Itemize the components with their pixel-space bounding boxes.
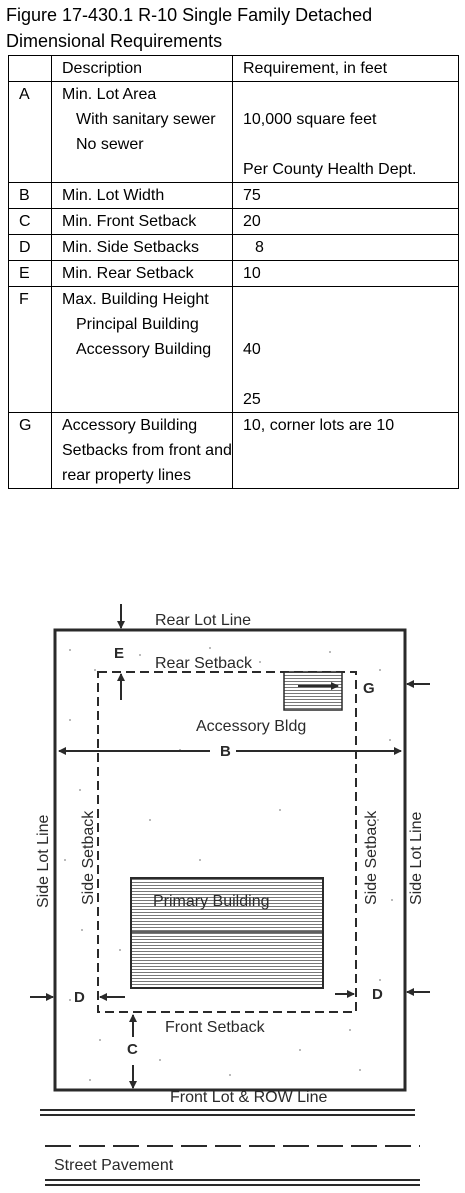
- accessory-bldg-label: Accessory Bldg: [196, 718, 306, 735]
- dimension-label-e: E: [114, 645, 124, 662]
- row-description: Max. Building Height Principal Building …: [51, 286, 233, 413]
- row-requirement: 75: [232, 182, 459, 209]
- description-line: With sanitary sewer: [76, 111, 216, 128]
- table-header-description: Description: [51, 55, 233, 82]
- front-lot-line-label: Front Lot & ROW Line: [170, 1089, 327, 1106]
- dimension-arrows: [30, 604, 430, 1089]
- row-code: F: [8, 286, 52, 413]
- row-description: Min. Front Setback: [51, 208, 233, 235]
- row-requirement: 10: [232, 260, 459, 287]
- row-description: Min. Rear Setback: [51, 260, 233, 287]
- dimension-label-b: B: [220, 743, 231, 760]
- side-lot-line-right-label: Side Lot Line: [408, 811, 425, 905]
- description-line: Max. Building Height: [62, 291, 209, 308]
- description-line: Accessory Building: [76, 341, 212, 358]
- side-lot-line-left-label: Side Lot Line: [35, 814, 52, 908]
- row-code: B: [8, 182, 52, 209]
- row-requirement: 8: [232, 234, 459, 261]
- dimension-label-g: G: [363, 680, 375, 697]
- row-requirement: 40 25: [232, 286, 459, 413]
- setback-line: [97, 671, 357, 1013]
- accessory-building: [283, 671, 343, 711]
- primary-building: [130, 877, 324, 989]
- requirement-line: Per County Health Dept.: [243, 161, 417, 178]
- description-line: Min. Lot Area: [62, 86, 157, 103]
- row-code: C: [8, 208, 52, 235]
- row-code: A: [8, 81, 52, 183]
- table-row: F Max. Building Height Principal Buildin…: [8, 286, 459, 413]
- requirement-line: 25: [243, 391, 261, 408]
- table-header-row: Description Requirement, in feet: [8, 55, 459, 82]
- row-description: Min. Lot Width: [51, 182, 233, 209]
- row-description: Accessory Building Setbacks from front a…: [51, 412, 233, 489]
- table-row: A Min. Lot Area With sanitary sewer No s…: [8, 81, 459, 183]
- dimensional-requirements-table: Description Requirement, in feet A Min. …: [8, 55, 459, 489]
- requirement-line: 40: [243, 341, 261, 358]
- description-line: No sewer: [76, 136, 144, 153]
- table-header-code: [8, 55, 52, 82]
- description-line: Principal Building: [76, 316, 199, 333]
- requirement-line: [243, 287, 458, 337]
- row-requirement: 20: [232, 208, 459, 235]
- side-setback-left-label: Side Setback: [80, 810, 97, 905]
- primary-building-label: Primary Building: [153, 893, 269, 910]
- row-code: D: [8, 234, 52, 261]
- rear-lot-line-label: Rear Lot Line: [155, 612, 251, 629]
- table-row: E Min. Rear Setback 10: [8, 260, 459, 287]
- page-title: Figure 17-430.1 R-10 Single Family Detac…: [6, 5, 373, 51]
- row-requirement: 10,000 square feet Per County Health Dep…: [232, 81, 459, 183]
- front-setback-label: Front Setback: [165, 1019, 266, 1036]
- street-lines: [40, 1109, 420, 1186]
- table-row: D Min. Side Setbacks 8: [8, 234, 459, 261]
- table-row: G Accessory Building Setbacks from front…: [8, 412, 459, 489]
- dimension-label-c: C: [127, 1041, 138, 1058]
- street-pavement-label: Street Pavement: [54, 1157, 174, 1174]
- lot-boundary: [53, 628, 407, 1092]
- table-row: C Min. Front Setback 20: [8, 208, 459, 235]
- dimension-label-d-left: D: [74, 989, 85, 1006]
- lot-texture: [64, 647, 393, 1081]
- side-setback-right-label: Side Setback: [363, 810, 380, 905]
- row-description: Min. Lot Area With sanitary sewer No sew…: [51, 81, 233, 183]
- requirement-line: [243, 82, 458, 107]
- row-code: E: [8, 260, 52, 287]
- row-description: Min. Side Setbacks: [51, 234, 233, 261]
- table-header-requirement: Requirement, in feet: [232, 55, 459, 82]
- dimension-label-d-right: D: [372, 986, 383, 1003]
- row-code: G: [8, 412, 52, 489]
- lot-diagram: Rear Lot Line Rear Setback Accessory Bld…: [30, 604, 430, 1186]
- requirement-line: 10,000 square feet: [243, 111, 377, 128]
- row-requirement: 10, corner lots are 10: [232, 412, 459, 489]
- table-row: B Min. Lot Width 75: [8, 182, 459, 209]
- rear-setback-label: Rear Setback: [155, 655, 253, 672]
